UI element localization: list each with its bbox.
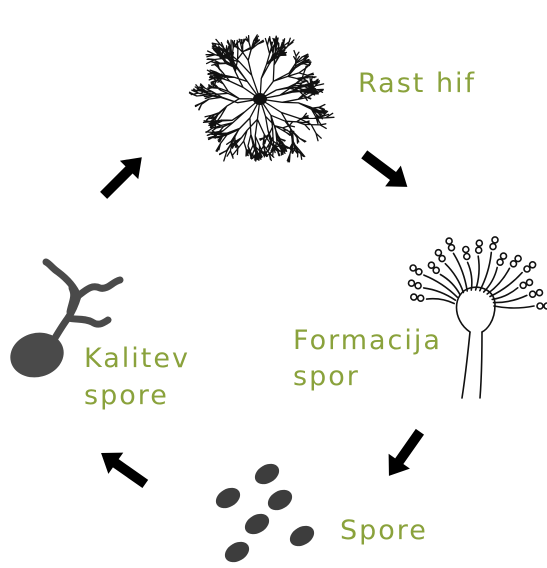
- conidium: [497, 259, 503, 265]
- stage-label-germination-line2: spore: [84, 380, 169, 412]
- conidium: [537, 290, 543, 296]
- conidium: [527, 279, 533, 285]
- phialide-chain: [494, 306, 534, 308]
- conidium: [415, 283, 421, 289]
- conidium: [446, 238, 452, 244]
- conidium: [409, 280, 415, 286]
- conidium: [537, 303, 543, 309]
- conidium: [435, 250, 441, 256]
- phialide-chain: [476, 256, 480, 290]
- stage-label-spores: Spore: [340, 515, 428, 547]
- conidium: [428, 262, 434, 268]
- conidium: [418, 295, 424, 301]
- phialide-chain: [494, 295, 527, 302]
- stage-label-hyphal-growth: Rast hif: [358, 68, 476, 100]
- conidium: [463, 247, 469, 253]
- conidium: [530, 291, 536, 297]
- phialide-chain: [424, 275, 457, 297]
- conidium: [476, 240, 482, 246]
- cycle-arrow-icon: [94, 144, 431, 495]
- conidiophore-icon: [409, 237, 547, 398]
- conidium: [464, 254, 470, 260]
- stage-label-spore-formation-line1: Formacija: [293, 325, 442, 357]
- stage-label-germination-line1: Kalitev: [84, 343, 190, 375]
- conidium: [530, 262, 536, 268]
- conidium: [490, 244, 496, 250]
- stage-label-spore-formation-line2: spor: [293, 361, 360, 393]
- conidium: [439, 256, 445, 262]
- spores-icon: [212, 460, 318, 567]
- conidium: [492, 237, 498, 243]
- conidium: [449, 245, 455, 251]
- conidium: [515, 256, 521, 262]
- mycelium-center: [253, 93, 267, 105]
- conidium: [433, 267, 439, 273]
- phialide-chain: [468, 262, 472, 290]
- conidium: [524, 266, 530, 272]
- conidium: [511, 261, 517, 267]
- mycelium-icon: [190, 35, 334, 162]
- phialide-chain: [487, 268, 509, 294]
- conidium: [520, 282, 526, 288]
- conidium: [410, 265, 416, 271]
- conidium: [411, 294, 417, 300]
- conidium: [416, 269, 422, 275]
- conidium: [501, 253, 507, 259]
- conidium: [476, 247, 482, 253]
- phialide-chain: [427, 299, 455, 304]
